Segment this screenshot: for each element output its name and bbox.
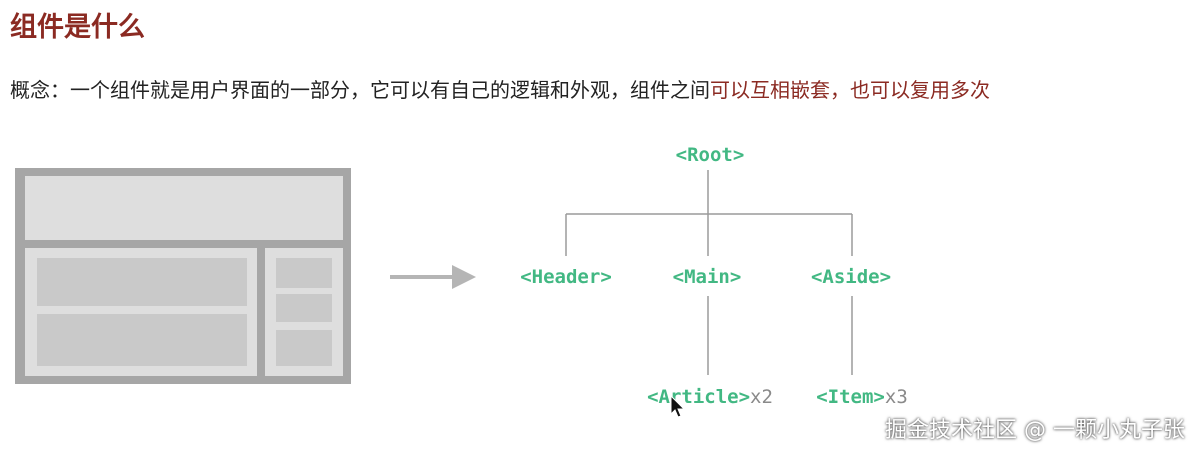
node-item-count: x3 (884, 386, 908, 408)
concept-highlight-reuse: 也可以复用多次 (850, 78, 990, 102)
mock-article-block (37, 258, 247, 306)
right-arrow-icon (390, 265, 476, 289)
mock-article-block (37, 314, 247, 366)
watermark: 掘金技术社区 @ 一颗小丸子张 (885, 418, 1185, 443)
node-article-count: x2 (750, 386, 773, 408)
node-item-label: <Item> (816, 386, 885, 408)
concept-text: 概念：一个组件就是用户界面的一部分，它可以有自己的逻辑和外观，组件之间可以互相嵌… (10, 74, 990, 103)
mock-header-block (25, 176, 343, 240)
mouse-cursor-icon (670, 395, 686, 418)
mock-item-block (276, 294, 332, 322)
concept-separator: ， (830, 78, 850, 102)
layout-mockup (15, 168, 351, 384)
concept-highlight-nesting: 可以互相嵌套 (710, 78, 830, 102)
node-article: <Article>x2 (647, 386, 773, 408)
mock-item-block (276, 258, 332, 288)
node-root: <Root> (675, 144, 745, 166)
node-aside: <Aside> (810, 266, 892, 288)
node-article-label: <Article> (647, 386, 751, 408)
node-item: <Item>x3 (816, 386, 908, 408)
node-header: <Header> (520, 266, 612, 288)
concept-prefix: 概念：一个组件就是用户界面的一部分，它可以有自己的逻辑和外观，组件之间 (10, 78, 710, 102)
page-title: 组件是什么 (10, 12, 145, 43)
node-main: <Main> (672, 266, 742, 288)
mock-item-block (276, 330, 332, 366)
